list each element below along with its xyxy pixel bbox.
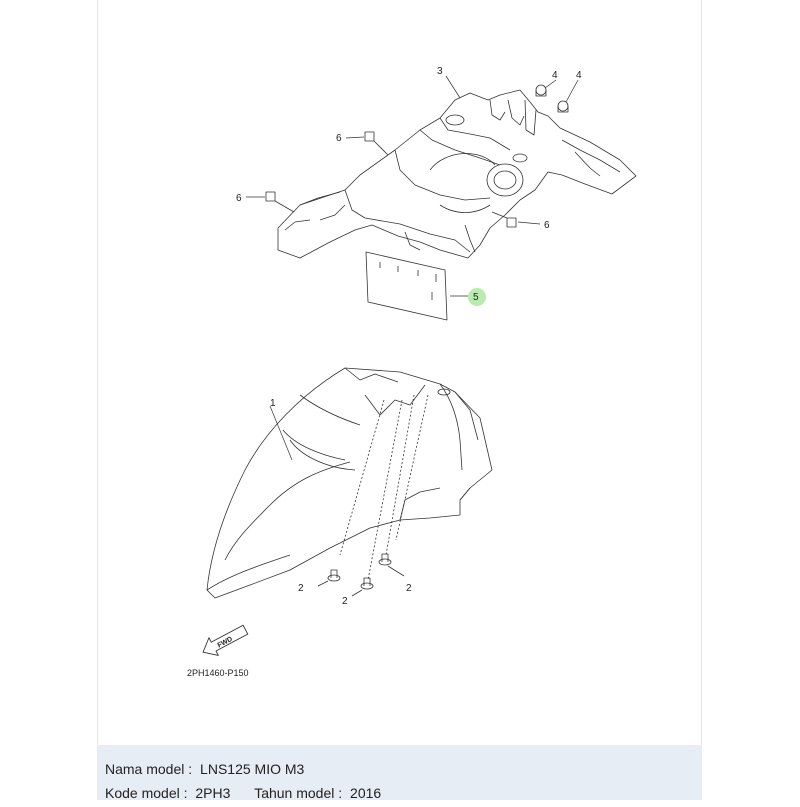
bolt-part-4a[interactable]: [535, 84, 547, 97]
callout-6a: 6: [336, 133, 342, 144]
clip-nut-part-6c[interactable]: [491, 211, 517, 228]
callout-2b: 2: [342, 596, 348, 607]
clip-nut-part-6b[interactable]: [265, 191, 295, 213]
front-fender-part-1[interactable]: [206, 367, 493, 599]
fwd-arrow-icon: FWD: [202, 624, 249, 656]
leader-lines: [246, 75, 579, 461]
callout-4a: 4: [552, 70, 558, 81]
callout-1: 1: [270, 398, 276, 409]
model-info-panel: Nama model : LNS125 MIO M3 Kode model : …: [97, 745, 702, 801]
callout-6b: 6: [236, 193, 242, 204]
clip-nut-part-6a[interactable]: [364, 131, 389, 156]
mud-flap-part-5[interactable]: [365, 251, 448, 321]
callout-2c: 2: [406, 583, 412, 594]
model-name-label: Nama model :: [105, 761, 193, 777]
model-code-value: 2PH3: [195, 785, 231, 801]
model-year-label: Tahun model :: [254, 785, 343, 801]
callout-4b: 4: [576, 70, 582, 81]
callout-6c: 6: [544, 220, 550, 231]
model-code-row: Kode model : 2PH3 Tahun model : 2016: [105, 783, 702, 807]
callout-3: 3: [437, 66, 443, 77]
model-code-label: Kode model :: [105, 785, 188, 801]
callout-5[interactable]: 5: [473, 292, 479, 303]
screw-part-2b[interactable]: [351, 577, 374, 597]
model-name-row: Nama model : LNS125 MIO M3: [105, 759, 702, 783]
drawing-code: 2PH1460-P150: [187, 668, 249, 678]
screw-alignment-lines: [339, 394, 429, 581]
highlight-marker: [468, 288, 486, 306]
bolt-part-4b[interactable]: [557, 100, 569, 113]
callout-2a: 2: [298, 583, 304, 594]
screw-part-2c[interactable]: [378, 553, 405, 577]
screw-part-2a[interactable]: [317, 569, 341, 587]
parts-diagram-panel: [97, 0, 702, 745]
rear-fender-part-3[interactable]: [277, 89, 637, 259]
parts-exploded-diagram: 1 2 2 2 3 4 4 5 6 6 6 FWD 2PH1460-P150: [187, 66, 637, 678]
model-name-value: LNS125 MIO M3: [200, 761, 305, 777]
model-year-value: 2016: [350, 785, 382, 801]
